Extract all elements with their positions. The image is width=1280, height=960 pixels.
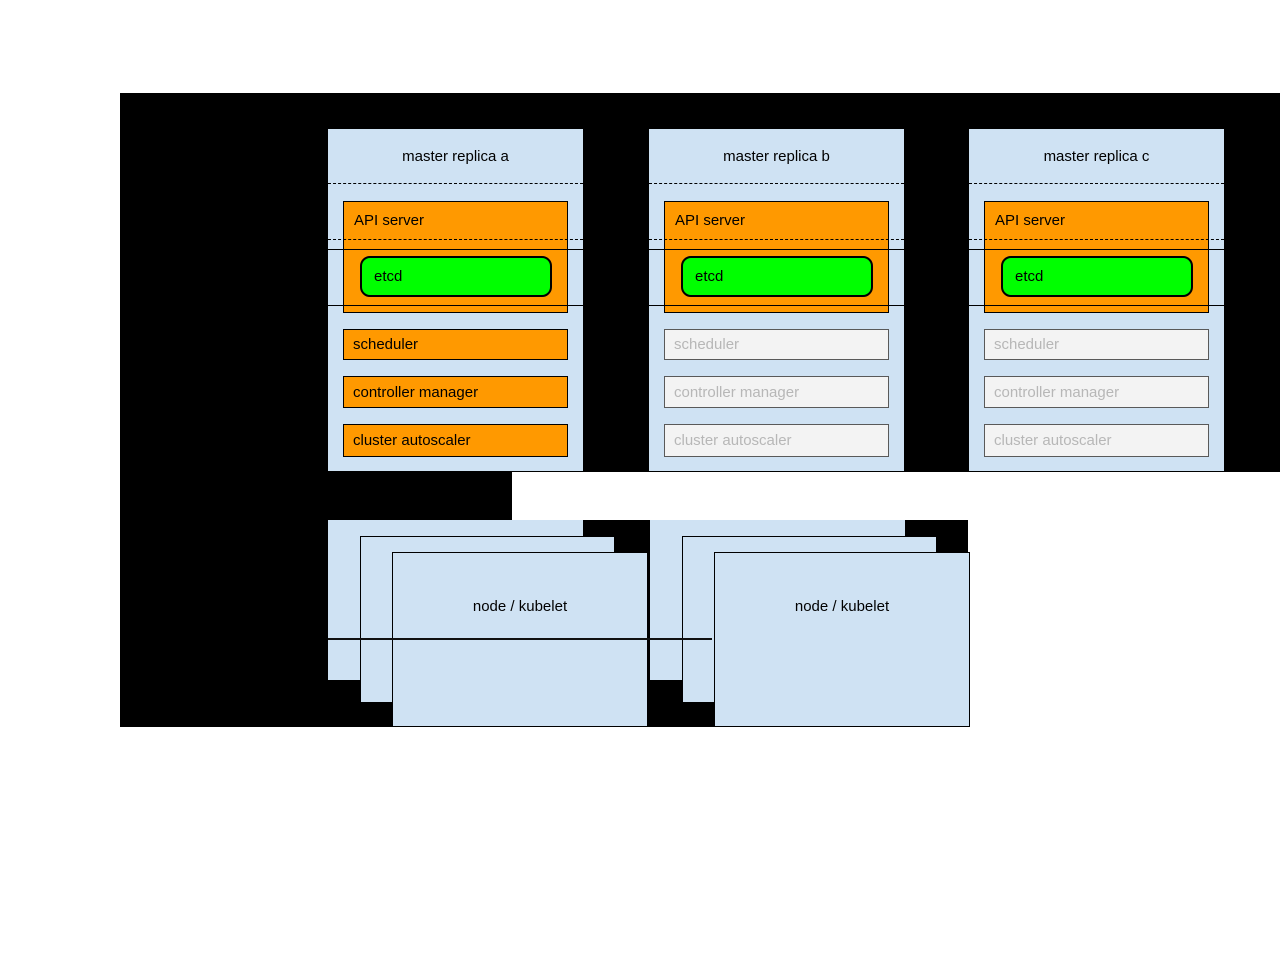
etcd-box: etcd (1001, 256, 1193, 297)
cluster-autoscaler-label: cluster autoscaler (994, 432, 1112, 449)
controller-manager-box: controller manager (984, 376, 1209, 408)
divider-dashed (969, 239, 1224, 240)
node-stack-2: node / kubelet (650, 520, 970, 730)
scheduler-label: scheduler (353, 336, 419, 353)
scheduler-box: scheduler (664, 329, 889, 360)
cluster-autoscaler-box: cluster autoscaler (343, 424, 568, 457)
node-kubelet-label: node / kubelet (794, 598, 890, 615)
scheduler-box: scheduler (343, 329, 568, 360)
divider-dashed (649, 239, 904, 240)
divider-dashed (969, 183, 1224, 184)
master-replica-c-title: master replica c (1043, 148, 1150, 165)
node-title-separator-line (328, 638, 712, 640)
divider-solid (649, 249, 904, 250)
master-replica-a-title: master replica a (402, 148, 509, 165)
cluster-autoscaler-label: cluster autoscaler (674, 432, 792, 449)
node-kubelet-label: node / kubelet (472, 598, 568, 615)
controller-manager-label: controller manager (353, 383, 479, 401)
divider-solid (969, 249, 1224, 250)
divider-dashed (649, 183, 904, 184)
api-server-label: API server (354, 212, 425, 229)
etcd-label: etcd (695, 268, 724, 285)
divider-solid (328, 305, 583, 306)
etcd-label: etcd (1015, 268, 1044, 285)
cluster-autoscaler-box: cluster autoscaler (664, 424, 889, 457)
divider-solid (649, 305, 904, 306)
divider-solid (969, 305, 1224, 306)
node-stack-1: node / kubelet (328, 520, 648, 730)
api-server-label: API server (675, 212, 746, 229)
master-replica-b-box: master replica b API server etcd schedul… (649, 129, 904, 471)
cluster-autoscaler-label: cluster autoscaler (353, 432, 471, 449)
api-server-label: API server (995, 212, 1066, 229)
divider-solid (328, 249, 583, 250)
scheduler-label: scheduler (674, 336, 740, 353)
etcd-box: etcd (681, 256, 873, 297)
master-replica-c-box: master replica c API server etcd schedul… (969, 129, 1224, 471)
master-replica-a-box: master replica a API server etcd schedul… (328, 129, 583, 471)
controller-manager-label: controller manager (994, 383, 1120, 401)
cluster-autoscaler-box: cluster autoscaler (984, 424, 1209, 457)
master-replica-b-title: master replica b (723, 148, 830, 165)
divider-dashed (328, 183, 583, 184)
etcd-label: etcd (374, 268, 403, 285)
scheduler-box: scheduler (984, 329, 1209, 360)
controller-manager-label: controller manager (674, 383, 800, 401)
node-box-front: node / kubelet (714, 552, 970, 727)
divider-dashed (328, 239, 583, 240)
scheduler-label: scheduler (994, 336, 1060, 353)
controller-manager-box: controller manager (664, 376, 889, 408)
etcd-box: etcd (360, 256, 552, 297)
controller-manager-box: controller manager (343, 376, 568, 408)
